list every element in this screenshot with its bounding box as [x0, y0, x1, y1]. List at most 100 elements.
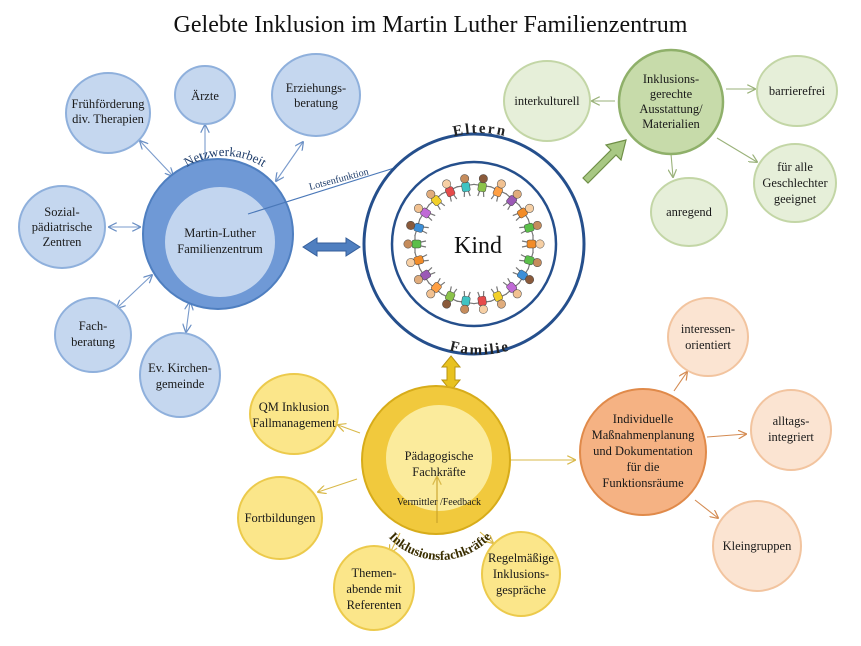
child-figure — [490, 286, 507, 309]
familie-label: Familie — [448, 339, 512, 359]
child-figure — [403, 235, 427, 253]
connector-fruehfoerderung — [140, 141, 173, 176]
svg-text:interkulturell: interkulturell — [514, 94, 580, 108]
network-center: Netzwerkarbeit Martin-Luther Familienzen… — [142, 144, 294, 310]
svg-text:Ausstattung/: Ausstattung/ — [639, 102, 703, 116]
child-figure — [490, 179, 507, 202]
svg-text:QM Inklusion: QM Inklusion — [259, 400, 330, 414]
svg-text:Ev. Kirchen-: Ev. Kirchen- — [148, 361, 212, 375]
child-figure — [519, 218, 542, 237]
svg-text:interessen-: interessen- — [681, 322, 735, 336]
child-figure — [512, 203, 534, 222]
node-fruehfoerderung: Frühförderung div. Therapien — [65, 72, 151, 154]
svg-text:gespräche: gespräche — [496, 583, 546, 597]
connector-fachberatung — [117, 275, 152, 308]
node-inklusionsgespraeche: Regelmäßige Inklusions- gespräche — [481, 531, 561, 617]
network-nodes: Frühförderung div. Therapien Ärzte Erzie… — [18, 53, 361, 418]
svg-text:Fach-: Fach- — [79, 319, 107, 333]
staff-connectors — [318, 425, 575, 553]
svg-text:Fachkräfte: Fachkräfte — [412, 465, 466, 479]
svg-text:Individuelle: Individuelle — [613, 412, 674, 426]
svg-text:Maßnahmenplanung: Maßnahmenplanung — [592, 428, 696, 442]
child-figure — [441, 179, 458, 202]
svg-text:geeignet: geeignet — [774, 192, 817, 206]
planning-connectors — [673, 372, 746, 518]
svg-text:Materialien: Materialien — [642, 117, 700, 131]
node-anregend: anregend — [650, 177, 728, 247]
svg-text:Ärzte: Ärzte — [191, 89, 219, 103]
svg-text:Funktionsräume: Funktionsräume — [602, 476, 684, 490]
child-figure — [406, 251, 429, 270]
diagram-title: Gelebte Inklusion im Martin Luther Famil… — [173, 12, 688, 38]
svg-text:integriert: integriert — [768, 430, 814, 444]
svg-text:Inklusions-: Inklusions- — [643, 72, 699, 86]
child-figure — [502, 277, 522, 299]
child-figure — [473, 291, 492, 314]
child-figure — [414, 266, 436, 285]
node-themenabende: Themen- abende mit Referenten — [333, 545, 415, 631]
child-figure — [512, 266, 534, 285]
child-figure — [502, 189, 522, 211]
svg-text:Themen-: Themen- — [351, 566, 396, 580]
node-sozialpaediatrie: Sozial- pädiatrische Zentren — [18, 185, 106, 269]
family-circle: Eltern Familie Kind — [362, 121, 586, 359]
node-geschlechter: für alle Geschlechter geeignet — [753, 143, 837, 223]
svg-text:Familienzentrum: Familienzentrum — [177, 242, 263, 256]
child-figure — [473, 174, 492, 197]
node-barrierefrei: barrierefrei — [756, 55, 838, 127]
svg-text:Sozial-: Sozial- — [44, 205, 79, 219]
svg-text:Inklusions-: Inklusions- — [493, 567, 549, 581]
materials-center: Inklusions- gerechte Ausstattung/ Materi… — [617, 48, 725, 156]
child-figure — [441, 286, 458, 309]
svg-text:Zentren: Zentren — [43, 235, 83, 249]
svg-text:abende mit: abende mit — [346, 582, 402, 596]
node-aerzte: Ärzte — [174, 65, 236, 125]
node-fortbildungen: Fortbildungen — [237, 476, 323, 560]
svg-text:Fortbildungen: Fortbildungen — [245, 511, 317, 525]
node-interkulturell: interkulturell — [503, 60, 591, 142]
child-figure — [456, 174, 475, 197]
svg-text:Frühförderung: Frühförderung — [72, 97, 146, 111]
eltern-label: Eltern — [451, 121, 508, 140]
svg-text:Fallmanagement: Fallmanagement — [252, 416, 336, 430]
materials-connectors — [592, 89, 757, 177]
svg-text:Erziehungs-: Erziehungs- — [286, 81, 346, 95]
kind-label: Kind — [454, 233, 502, 259]
svg-text:für alle: für alle — [777, 160, 813, 174]
node-alltagsintegriert: alltags- integriert — [750, 389, 832, 471]
svg-text:beratung: beratung — [294, 96, 338, 110]
svg-text:Martin-Luther: Martin-Luther — [184, 226, 256, 240]
svg-text:für die: für die — [627, 460, 660, 474]
arrow-family-materials — [582, 139, 627, 184]
svg-text:Referenten: Referenten — [347, 598, 403, 612]
svg-text:orientiert: orientiert — [685, 338, 731, 352]
child-figure — [426, 277, 446, 299]
child-figure — [406, 218, 429, 237]
svg-text:Regelmäßige: Regelmäßige — [488, 551, 554, 565]
node-kleingruppen: Kleingruppen — [712, 500, 802, 592]
svg-text:gemeinde: gemeinde — [156, 377, 205, 391]
staff-center: Pädagogische Fachkräfte Vermittler /Feed… — [361, 385, 511, 563]
network-connectors — [109, 125, 303, 332]
child-figure — [521, 235, 545, 253]
svg-text:gerechte: gerechte — [650, 87, 693, 101]
svg-text:und Dokumentation: und Dokumentation — [593, 444, 693, 458]
svg-text:alltags-: alltags- — [773, 414, 810, 428]
svg-text:Kleingruppen: Kleingruppen — [723, 539, 792, 553]
child-figure — [426, 189, 446, 211]
svg-text:Geschlechter: Geschlechter — [762, 176, 828, 190]
svg-text:pädiatrische: pädiatrische — [32, 220, 93, 234]
node-fachberatung: Fach- beratung — [54, 297, 132, 373]
svg-text:Pädagogische: Pädagogische — [405, 449, 474, 463]
svg-text:beratung: beratung — [71, 335, 115, 349]
connector-erziehungsberatung — [276, 142, 303, 181]
planning-center: Individuelle Maßnahmenplanung und Dokume… — [579, 388, 707, 516]
svg-text:barrierefrei: barrierefrei — [769, 84, 826, 98]
connector-kirchengemeinde — [186, 302, 190, 332]
node-interessenorientiert: interessen- orientiert — [667, 297, 749, 377]
lotsenfunktion-label: Lotsenfunktion — [308, 166, 370, 192]
child-figure — [414, 203, 436, 222]
child-figure — [519, 251, 542, 270]
